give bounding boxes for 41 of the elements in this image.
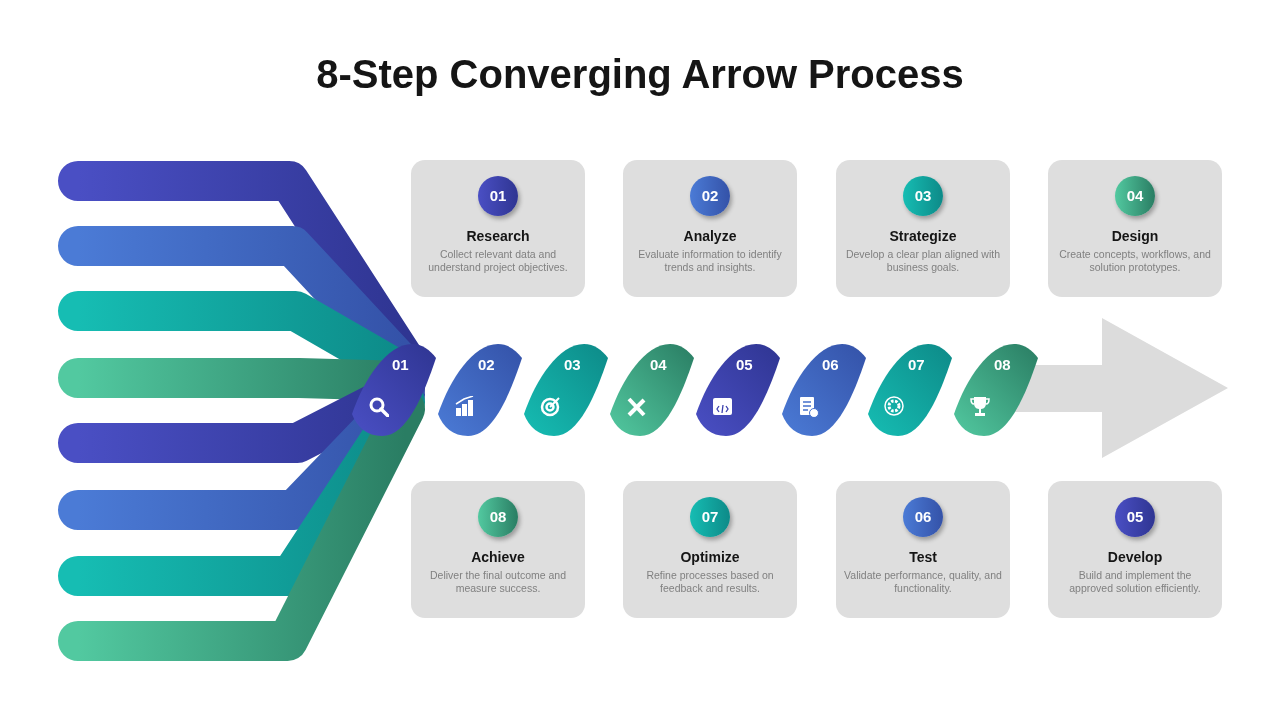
step-card bbox=[411, 160, 585, 297]
step-number: 04 bbox=[650, 356, 667, 373]
number-badge: 01 bbox=[478, 176, 518, 216]
number-badge: 04 bbox=[1115, 176, 1155, 216]
diagram-title: 8-Step Converging Arrow Process bbox=[315, 52, 965, 97]
number-badge: 08 bbox=[478, 497, 518, 537]
step-title: Analyze bbox=[682, 228, 738, 244]
step-title: Achieve bbox=[470, 549, 526, 565]
number-badge: 06 bbox=[903, 497, 943, 537]
number-badge: 07 bbox=[690, 497, 730, 537]
step-description: Build and implement the approved solution efficiently. bbox=[1068, 569, 1202, 595]
step-description: Develop a clear plan aligned with business goals. bbox=[844, 248, 1002, 274]
step-title: Test bbox=[908, 549, 938, 565]
step-card bbox=[623, 160, 797, 297]
step-title: Design bbox=[1110, 228, 1160, 244]
step-title: Develop bbox=[1106, 549, 1164, 565]
step-number: 02 bbox=[478, 356, 495, 373]
step-number: 05 bbox=[736, 356, 753, 373]
step-card bbox=[623, 481, 797, 618]
step-description: Collect relevant data and understand project objectives. bbox=[427, 248, 569, 274]
step-description: Evaluate information to identify trends and insights. bbox=[637, 248, 783, 274]
step-number: 03 bbox=[564, 356, 581, 373]
step-title: Research bbox=[465, 228, 531, 244]
number-badge: 03 bbox=[903, 176, 943, 216]
step-description: Validate performance, quality, and functionality. bbox=[844, 569, 1002, 595]
step-card bbox=[836, 481, 1010, 618]
step-card bbox=[411, 481, 585, 618]
number-badge: 05 bbox=[1115, 497, 1155, 537]
step-description: Create concepts, workflows, and solution prototypes. bbox=[1058, 248, 1212, 274]
step-description: Deliver the final outcome and measure success. bbox=[429, 569, 567, 595]
step-card bbox=[1048, 160, 1222, 297]
step-card bbox=[836, 160, 1010, 297]
step-number: 08 bbox=[994, 356, 1011, 373]
step-number: 06 bbox=[822, 356, 839, 373]
step-number: 01 bbox=[392, 356, 409, 373]
number-badge: 02 bbox=[690, 176, 730, 216]
step-description: Refine processes based on feedback and results. bbox=[645, 569, 775, 595]
step-title: Strategize bbox=[888, 228, 958, 244]
step-number: 07 bbox=[908, 356, 925, 373]
step-card bbox=[1048, 481, 1222, 618]
step-title: Optimize bbox=[679, 549, 741, 565]
